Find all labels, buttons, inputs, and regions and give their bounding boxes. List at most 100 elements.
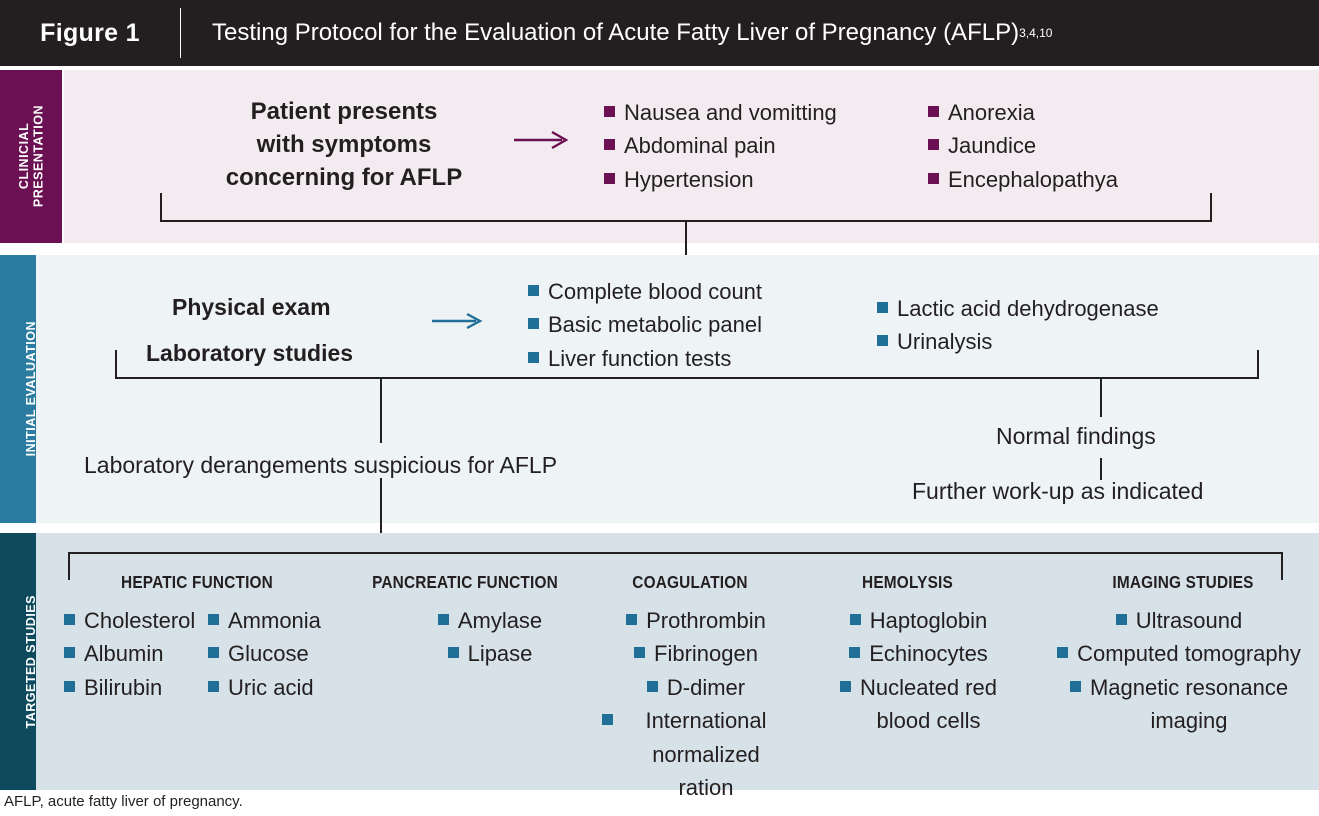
pancreatic-list: Amylase Lipase — [400, 604, 580, 671]
connector-stem-normal-findings — [1100, 458, 1102, 480]
bullet-square-icon — [604, 139, 615, 151]
list-item-label: Nausea and vomitting — [624, 100, 837, 125]
list-item: Encephalopathya — [928, 163, 1228, 196]
connector-vertical-right-2 — [1257, 350, 1259, 379]
list-item: Complete blood count — [528, 275, 858, 308]
bullet-square-icon — [646, 680, 658, 692]
bullet-square-icon — [208, 647, 219, 659]
band-body-clinical — [64, 70, 1319, 243]
column-heading-coagulation: COAGULATION — [632, 572, 748, 592]
further-workup-text: Further work-up as indicated — [912, 478, 1204, 504]
list-item: Urinalysis — [877, 325, 1247, 358]
list-item: Basic metabolic panel — [528, 308, 858, 341]
imaging-list: Ultrasound Computed tomography Magnetic … — [1055, 604, 1303, 738]
figure-title-text: Testing Protocol for the Evaluation of A… — [212, 19, 1020, 46]
list-item-label: Amylase — [457, 608, 543, 633]
bullet-square-icon — [877, 302, 888, 313]
bullet-square-icon — [64, 680, 75, 692]
coagulation-list: Prothrombin Fibrinogen D-dimer Internati… — [602, 604, 790, 805]
bullet-square-icon — [604, 106, 615, 117]
list-item: Prothrombin — [602, 604, 790, 637]
list-item: Magnetic resonance imaging — [1055, 671, 1303, 738]
list-item-label: Prothrombin — [646, 608, 766, 633]
list-item: Glucose — [208, 637, 358, 670]
list-item-label: Urinalysis — [897, 329, 993, 355]
normal-findings-text: Normal findings — [996, 423, 1156, 449]
figure-number-label: Figure 1 — [40, 18, 140, 47]
band-clinical-presentation: CLINICIAL PRESENTATION — [0, 70, 1319, 243]
list-item: Ultrasound — [1055, 604, 1303, 637]
band-body-initial — [36, 255, 1319, 523]
lab-derangements-text: Laboratory derangements suspicious for A… — [84, 452, 558, 478]
bullet-square-icon — [849, 614, 861, 625]
bullet-square-icon — [1115, 614, 1127, 625]
list-item: Lactic acid dehydrogenase — [877, 292, 1247, 325]
list-item-label: D-dimer — [666, 674, 746, 700]
list-item-label: Ultrasound — [1135, 608, 1243, 633]
list-item-label: Basic metabolic panel — [548, 312, 763, 338]
band-tab-clinical-presentation: CLINICIAL PRESENTATION — [0, 70, 62, 243]
connector-horizontal-3 — [68, 552, 1283, 554]
bullet-square-icon — [64, 614, 75, 625]
arrow-right-icon-initial — [432, 312, 483, 330]
figure-footnote: AFLP, acute fatty liver of pregnancy. — [4, 793, 243, 810]
physical-exam-text: Physical exam — [172, 294, 331, 320]
bullet-square-icon — [1057, 647, 1069, 659]
column-heading-hepatic-function: HEPATIC FUNCTION — [121, 572, 273, 592]
list-item: Abdominal pain — [604, 129, 904, 162]
connector-vertical-right-3 — [1281, 552, 1283, 580]
arrow-right-icon-clinical — [514, 130, 569, 150]
bullet-square-icon — [208, 614, 219, 625]
list-item-label: International normalized ration — [645, 708, 767, 801]
list-item-label: Computed tomography — [1077, 641, 1301, 667]
bullet-square-icon — [528, 285, 539, 296]
bullet-square-icon — [626, 614, 638, 625]
figure-header: Figure 1 Testing Protocol for the Evalua… — [0, 0, 1319, 66]
list-item-label: Echinocytes — [869, 641, 988, 667]
band-body-targeted — [36, 533, 1319, 790]
list-item-label: Nucleated red blood cells — [860, 674, 997, 734]
bullet-square-icon — [877, 335, 888, 347]
connector-vertical-left-2 — [115, 350, 117, 379]
bullet-square-icon — [928, 139, 939, 151]
patient-presents-text: Patient presents with symptoms concernin… — [225, 98, 463, 192]
bullet-square-icon — [928, 106, 939, 117]
list-item: Albumin — [64, 637, 214, 670]
list-item: Ammonia — [208, 604, 358, 637]
column-heading-imaging-studies: IMAGING STUDIES — [1112, 572, 1254, 592]
list-item: Fibrinogen — [602, 637, 790, 670]
list-item-label: Cholesterol — [84, 608, 196, 633]
list-item-label: Abdominal pain — [624, 133, 776, 159]
list-item-label: Magnetic resonance imaging — [1089, 674, 1289, 734]
figure-title-superscript: 3,4,10 — [1019, 26, 1053, 40]
list-item-label: Ammonia — [228, 608, 321, 633]
connector-stem-2-left — [380, 377, 382, 443]
hepatic-list-right: Ammonia Glucose Uric acid — [208, 604, 358, 704]
hemolysis-list: Haptoglobin Echinocytes Nucleated red bl… — [826, 604, 1011, 738]
list-item: Jaundice — [928, 129, 1228, 162]
list-item-label: Hypertension — [624, 166, 754, 192]
bullet-square-icon — [928, 172, 939, 184]
connector-stem-1 — [685, 220, 687, 258]
symptom-list-right: Anorexia Jaundice Encephalopathya — [928, 96, 1228, 196]
list-item: Amylase — [400, 604, 580, 637]
band-initial-evaluation: INITIAL EVALUATION — [0, 255, 1319, 523]
bullet-square-icon — [208, 680, 219, 692]
laboratory-studies-text: Laboratory studies — [146, 340, 354, 366]
list-item: International normalized ration — [602, 704, 790, 804]
header-divider — [180, 8, 181, 58]
initial-test-list-left: Complete blood count Basic metabolic pan… — [528, 275, 858, 375]
connector-stem-to-targeted — [380, 478, 382, 553]
bullet-square-icon — [604, 172, 615, 184]
list-item: D-dimer — [602, 671, 790, 704]
list-item-label: Lipase — [467, 641, 533, 667]
list-item-label: Anorexia — [948, 100, 1035, 125]
hepatic-list-left: Cholesterol Albumin Bilirubin — [64, 604, 214, 704]
list-item-label: Haptoglobin — [869, 608, 988, 633]
initial-test-list-right: Lactic acid dehydrogenase Urinalysis — [877, 292, 1247, 359]
list-item: Uric acid — [208, 671, 358, 704]
band-tab-label: CLINICIAL PRESENTATION — [16, 105, 45, 208]
connector-vertical-left-3 — [68, 552, 70, 580]
connector-stem-2-right — [1100, 377, 1102, 417]
list-item-label: Encephalopathya — [948, 166, 1119, 192]
